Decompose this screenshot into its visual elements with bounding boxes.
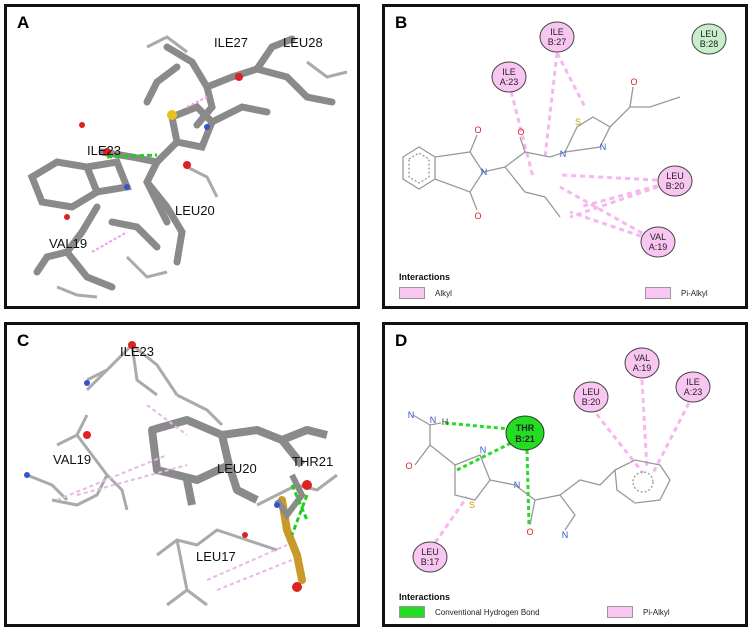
- residue-label-ile23: ILE23: [87, 143, 121, 158]
- node-text-val-a19-line2: A:19: [633, 363, 652, 373]
- svg-text:S: S: [575, 117, 581, 127]
- node-text-ile-a23-line2: A:23: [500, 77, 519, 87]
- panel-b-2d-interaction-diagram: O O N O N S N O ILE B:27 LEU B:28 ILE A:…: [402, 21, 727, 258]
- panel-d-2d-interaction-diagram: N N H O N S N O N THR B:21 VAL A:19 LEU …: [405, 347, 711, 573]
- svg-text:O: O: [474, 125, 481, 135]
- residue-label-thr21: THR21: [292, 454, 333, 469]
- residue-node-val-a19: VAL A:19: [640, 226, 676, 258]
- node-text-leu-b28-line2: B:28: [700, 39, 719, 49]
- node-text-val-a19-line1: VAL: [634, 353, 650, 363]
- residue-node-leu-b20: LEU B:20: [657, 165, 693, 197]
- panel-b-label: B: [395, 13, 408, 32]
- panel-d-label: D: [395, 331, 408, 350]
- residue-label-leu20: LEU20: [217, 461, 257, 476]
- node-text-ile-b27-line1: ILE: [550, 27, 564, 37]
- panel-b-legend-alkyl: Alkyl: [399, 287, 452, 299]
- svg-text:H: H: [442, 417, 449, 427]
- panel-d: D N N H O: [382, 322, 748, 627]
- residue-node-ile-b27: ILE B:27: [539, 21, 575, 53]
- hydrogen-bond-swatch: [399, 606, 425, 618]
- panel-b: B: [382, 4, 748, 309]
- svg-text:S: S: [469, 500, 475, 510]
- panel-c: C: [4, 322, 360, 627]
- svg-text:N: N: [430, 415, 437, 425]
- panel-d-legend-title: Interactions: [399, 592, 451, 602]
- residue-node-ile-a23: ILE A:23: [491, 61, 527, 93]
- node-text-ile-a23-line1: ILE: [502, 67, 516, 77]
- residue-label-leu28: LEU28: [283, 35, 323, 50]
- node-text-leu-b20-line1: LEU: [666, 171, 684, 181]
- svg-text:N: N: [600, 142, 607, 152]
- svg-text:O: O: [630, 77, 637, 87]
- node-text-val-a19-line1: VAL: [650, 232, 666, 242]
- residue-node-thr-b21: THR B:21: [505, 415, 545, 451]
- node-text-leu-b28-line1: LEU: [700, 29, 718, 39]
- svg-text:N: N: [408, 410, 415, 420]
- panel-b-legend-pi-alkyl: Pi-Alkyl: [645, 287, 708, 299]
- node-text-leu-b20-line2: B:20: [666, 181, 685, 191]
- residue-node-ile-a23: ILE A:23: [675, 371, 711, 403]
- svg-text:N: N: [481, 167, 488, 177]
- panel-d-legend-pi-alkyl: Pi-Alkyl: [607, 606, 670, 618]
- node-text-val-a19-line2: A:19: [649, 242, 668, 252]
- node-text-leu-b20-line1: LEU: [582, 387, 600, 397]
- node-text-leu-b20-line2: B:20: [582, 397, 601, 407]
- svg-text:N: N: [480, 445, 487, 455]
- residue-node-val-a19: VAL A:19: [624, 347, 660, 379]
- node-text-ile-b27-line2: B:27: [548, 37, 567, 47]
- panel-b-legend-title: Interactions: [399, 272, 451, 282]
- panel-a-3d-structure: ILE27 LEU28 ILE23 LEU20 VAL19: [27, 35, 348, 299]
- svg-text:N: N: [562, 530, 569, 540]
- svg-text:N: N: [514, 480, 521, 490]
- node-text-leu-b17-line2: B:17: [421, 557, 440, 567]
- residue-label-leu17: LEU17: [196, 549, 236, 564]
- node-text-leu-b17-line1: LEU: [421, 547, 439, 557]
- residue-node-leu-b17: LEU B:17: [412, 541, 448, 573]
- residue-label-ile23: ILE23: [120, 344, 154, 359]
- svg-text:O: O: [474, 211, 481, 221]
- node-text-thr-b21-line2: B:21: [515, 434, 535, 444]
- residue-label-val19: VAL19: [53, 452, 91, 467]
- node-text-ile-a23-line2: A:23: [684, 387, 703, 397]
- panel-c-3d-structure: ILE23 VAL19 LEU20 THR21 LEU17: [24, 341, 338, 607]
- residue-label-leu20: LEU20: [175, 203, 215, 218]
- panel-a-label: A: [17, 13, 30, 32]
- residue-node-leu-b28: LEU B:28: [691, 23, 727, 55]
- panel-d-legend-hydrogen-bond: Conventional Hydrogen Bond: [399, 606, 540, 618]
- residue-label-ile27: ILE27: [214, 35, 248, 50]
- panel-c-label: C: [17, 331, 30, 350]
- alkyl-swatch: [399, 287, 425, 299]
- legend-pi-alkyl-label: Pi-Alkyl: [681, 288, 708, 298]
- svg-text:N: N: [560, 149, 567, 159]
- svg-text:O: O: [526, 527, 533, 537]
- svg-text:O: O: [517, 127, 524, 137]
- pi-alkyl-swatch: [607, 606, 633, 618]
- legend-alkyl-label: Alkyl: [435, 288, 452, 298]
- svg-text:O: O: [405, 461, 412, 471]
- legend-hydrogen-bond-label: Conventional Hydrogen Bond: [435, 607, 540, 617]
- node-text-thr-b21-line1: THR: [516, 423, 535, 433]
- legend-pi-alkyl-label: Pi-Alkyl: [643, 607, 670, 617]
- node-text-ile-a23-line1: ILE: [686, 377, 700, 387]
- panel-a: A: [4, 4, 360, 309]
- residue-node-leu-b20: LEU B:20: [573, 381, 609, 413]
- residue-label-val19: VAL19: [49, 236, 87, 251]
- pi-alkyl-swatch: [645, 287, 671, 299]
